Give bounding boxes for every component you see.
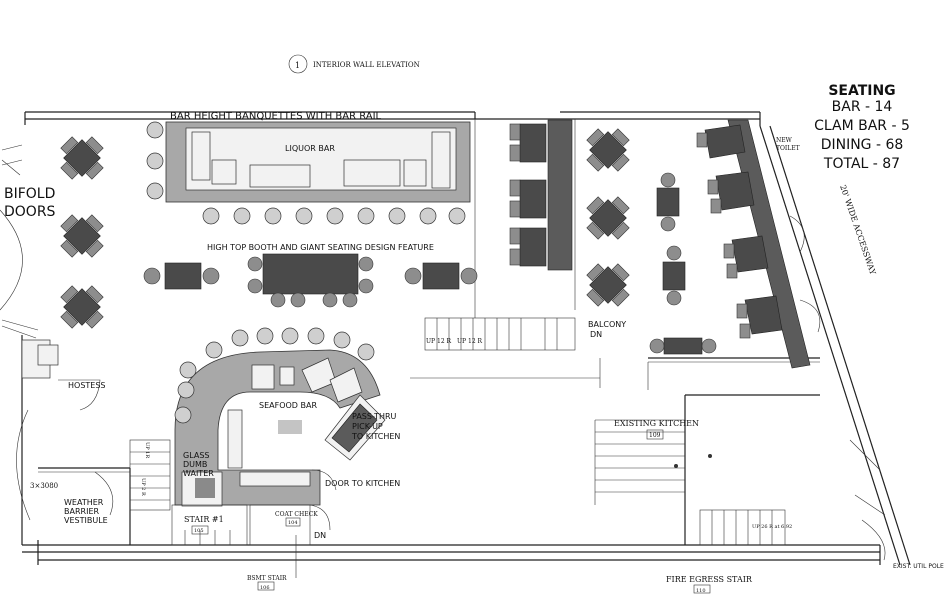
bsmt-stair-label: BSMT STAIR [247,575,287,582]
kitchen: EXISTING KITCHEN 109 UP 26 R at 6.92 FIR… [595,419,944,594]
right-banquette: NEW TOILET 20' WIDE ACCESSWAY [696,119,886,561]
balcony-stair: UP 12 R UP 12 R BALCONY DN [424,317,626,351]
elevation-title: INTERIOR WALL ELEVATION [313,61,420,69]
seafood-bar-label: SEAFOOD BAR [259,401,317,410]
liquor-bar: LIQUOR BAR BAR HEIGHT BANQUETTES WITH BA… [146,111,471,225]
stair1-num: 105 [194,528,204,534]
new-toilet-label-1: NEW [776,137,793,144]
glass-label-3: WAITER [183,469,214,478]
fire-num: 110 [696,588,706,594]
glass-label-2: DUMB [183,460,207,469]
elevation-circle [288,54,308,74]
glass-label-1: GLASS [183,451,209,460]
entry-area: HOSTESS 3×3080 WEATHER BARRIER VESTIBULE [16,339,114,525]
up12-label-a: UP 12 R [426,338,452,345]
stair1-label: STAIR #1 [184,515,224,524]
weather-label-3: VESTIBULE [64,516,108,525]
high-top-label: HIGH TOP BOOTH AND GIANT SEATING DESIGN … [207,243,434,252]
weather-label-2: BARRIER [64,507,99,516]
center-right-tables [586,128,717,355]
weather-label-1: WEATHER [64,498,104,507]
door-tag: 3×3080 [30,482,58,490]
pass-thru-label-3: TO KITCHEN [351,432,400,441]
liquor-bar-label: LIQUOR BAR [285,144,335,153]
balcony-dn-label: DN [590,330,602,339]
seafood-bar-counter [174,349,381,506]
up-2r-label: UP 2 R [140,478,146,496]
bifold-door-area: BIFOLD DOORS [0,144,56,339]
door-to-kitchen-label: DOOR TO KITCHEN [325,479,400,488]
seating-title: SEATING [828,83,895,99]
coat-check-num: 104 [288,520,298,526]
dining-table [60,285,104,329]
coat-check-label: COAT CHECK [275,511,318,518]
bifold-label-2: DOORS [4,204,56,220]
balcony-label: BALCONY [588,320,626,329]
seating-clam-bar: CLAM BAR - 5 [814,118,910,134]
center-booths [509,119,573,271]
kitchen-num: 109 [649,432,661,439]
exist-pole-label: EXIST. UTIL POLE [893,563,944,570]
dining-table [60,136,104,180]
elevation-marker: 1 INTERIOR WALL ELEVATION [288,54,420,74]
seating-summary: SEATING BAR - 14 CLAM BAR - 5 DINING - 6… [814,83,910,172]
up26-label: UP 26 R at 6.92 [752,524,792,530]
dn-label: DN [314,531,326,540]
pass-thru-label-2: PICK-UP [352,422,383,431]
seafood-bar: SEAFOOD BAR PASS-THRU PICK-UP TO KITCHEN… [174,327,400,507]
up12-label-b: UP 12 R [457,338,483,345]
new-toilet-label-2: TOILET [776,145,800,152]
left-dining-tables [60,136,104,329]
fire-egress-label: FIRE EGRESS STAIR [666,575,753,584]
pass-thru-label-1: PASS-THRU [352,412,397,421]
dining-table [60,214,104,258]
up-1r-label: UP 1R [144,442,150,458]
bifold-label-1: BIFOLD [4,186,55,202]
dumb-waiter-icon [195,478,215,498]
elevation-number: 1 [295,61,300,70]
high-top-booths: HIGH TOP BOOTH AND GIANT SEATING DESIGN … [143,243,478,308]
bsmt-num: 106 [260,585,270,591]
banquettes-label: BAR HEIGHT BANQUETTES WITH BAR RAIL [170,111,382,122]
hostess-label: HOSTESS [68,381,106,390]
seating-bar: BAR - 14 [832,99,893,115]
seating-total: TOTAL - 87 [823,156,900,172]
accessway-label: 20' WIDE ACCESSWAY [838,184,877,277]
seating-dining: DINING - 68 [821,137,904,153]
stair-core: UP 1R UP 2 R STAIR #1 105 COAT CHECK 104… [129,439,331,591]
kitchen-label: EXISTING KITCHEN [614,419,699,428]
